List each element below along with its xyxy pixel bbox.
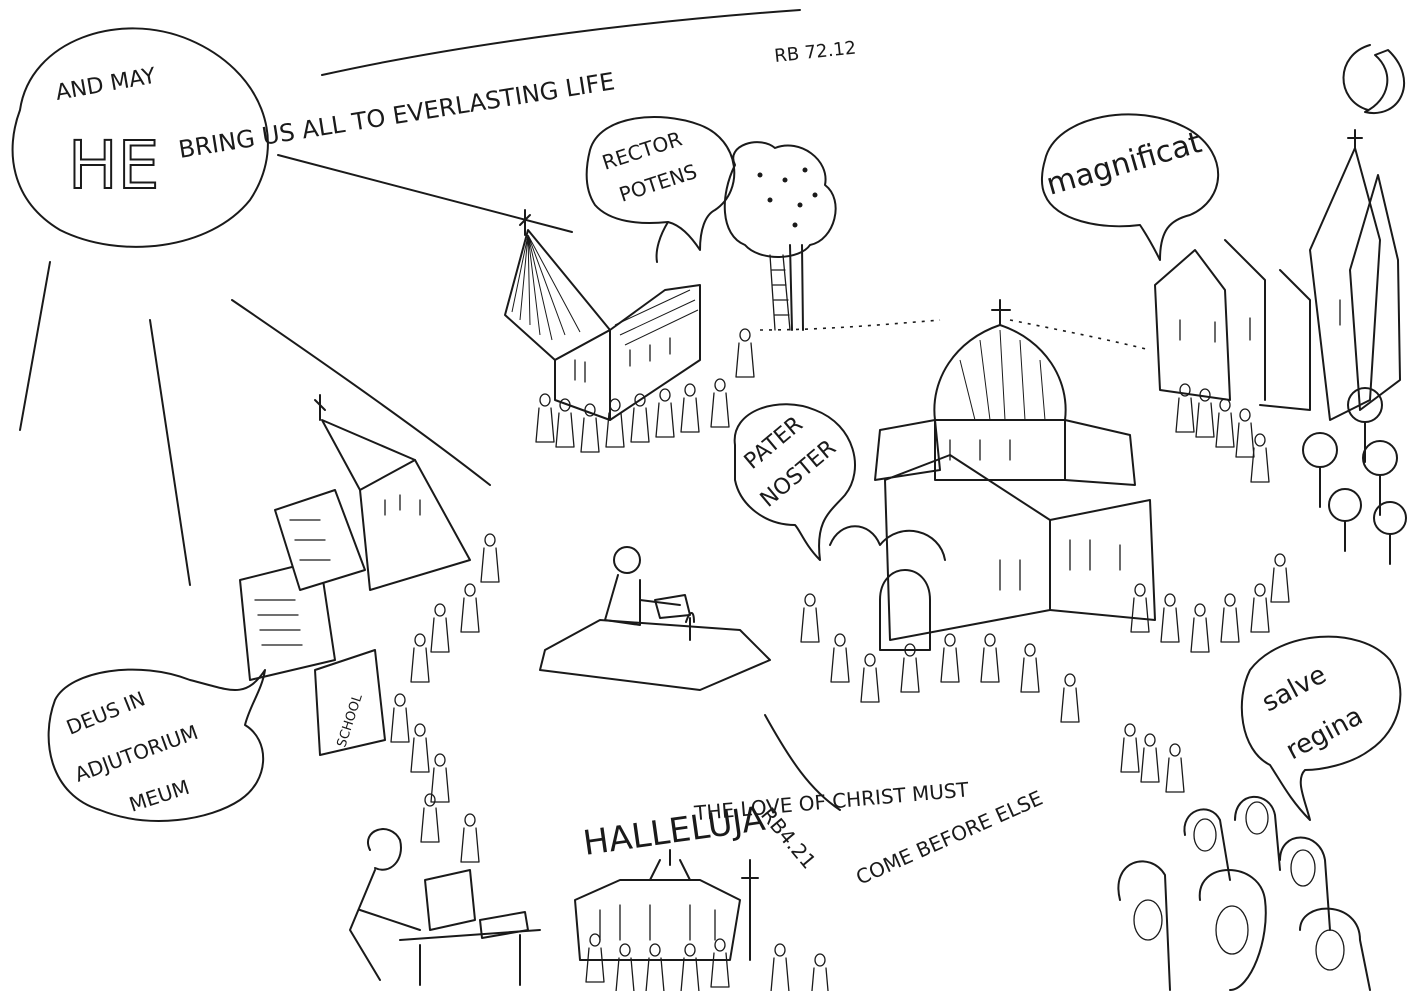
- bubble-salve-line2: regina: [1281, 701, 1368, 766]
- books-stack: SCHOOL: [239, 489, 386, 756]
- robed-figure: [710, 378, 730, 428]
- bubble-deus-in-adjutorium: DEUS IN ADJUTORIUM MEUM: [47, 668, 266, 822]
- desk-worker: [349, 828, 541, 986]
- bubble-salve-regina: salve regina: [1240, 635, 1402, 821]
- robed-figure: [1165, 743, 1185, 793]
- bubble-salve-line1: salve: [1257, 660, 1331, 718]
- robed-figure: [1195, 388, 1215, 438]
- choir-singers: [1117, 795, 1371, 991]
- sun-text-he: HE: [68, 127, 159, 204]
- robed-figure: [645, 943, 665, 991]
- sun-text-bring: BRING US ALL TO EVERLASTING LIFE: [177, 67, 617, 164]
- robed-figure: [630, 393, 650, 443]
- robed-figure: [460, 583, 480, 633]
- robed-figure: [1060, 673, 1080, 723]
- robed-figure: [1220, 593, 1240, 643]
- bubble-pater-noster: PATER NOSTER: [733, 403, 856, 561]
- robed-figure: [420, 793, 440, 843]
- robed-figure: [1215, 398, 1235, 448]
- robed-figure: [1175, 383, 1195, 433]
- apple-tree: [723, 141, 837, 331]
- bubble-magnificat: magnificat: [1041, 113, 1220, 261]
- robed-figure: [1190, 603, 1210, 653]
- robed-figure: [811, 953, 829, 991]
- robed-figure: [900, 643, 920, 693]
- robed-figure: [1250, 433, 1270, 483]
- church-top-left: [504, 209, 701, 421]
- robed-figure: [980, 633, 1000, 683]
- robed-figure: [735, 328, 755, 378]
- robed-figure: [580, 403, 600, 453]
- bubble-deus-line1: DEUS IN: [63, 686, 149, 739]
- procession-figures: [390, 328, 1290, 991]
- robed-figure: [410, 633, 430, 683]
- bubble-rector-potens: RECTOR POTENS: [585, 116, 736, 263]
- robed-figure: [770, 943, 790, 991]
- robed-figure: [830, 633, 850, 683]
- robed-figure: [655, 388, 675, 438]
- bubble-deus-line3: MEUM: [126, 775, 192, 817]
- love-caption: RB4.21 THE LOVE OF CHRIST MUST COME BEFO…: [692, 714, 1046, 890]
- robed-figure: [1160, 593, 1180, 643]
- robed-figure: [410, 723, 430, 773]
- robed-figure: [430, 753, 450, 803]
- robed-figure: [940, 633, 960, 683]
- robed-figure: [1130, 583, 1150, 633]
- halleluja-group: HALLELUJA: [574, 799, 767, 961]
- sun: AND MAY HE BRING US ALL TO EVERLASTING L…: [11, 9, 857, 586]
- moon-icon: [1342, 44, 1406, 115]
- robed-figure: [535, 393, 555, 443]
- robed-figure: [615, 943, 635, 991]
- robed-figure: [460, 813, 480, 863]
- robed-figure: [480, 533, 500, 583]
- robed-figure: [555, 398, 575, 448]
- sun-text-ref: RB 72.12: [773, 38, 857, 67]
- robed-figure: [1120, 723, 1140, 773]
- cathedral-top-right: [1154, 129, 1401, 421]
- robed-figure: [680, 383, 700, 433]
- trees-right: [1302, 387, 1407, 565]
- robed-figure: [710, 938, 730, 988]
- path-dotted-right: [1009, 319, 1151, 351]
- domed-basilica: [829, 299, 1156, 651]
- robed-figure: [1250, 583, 1270, 633]
- robed-figure: [1235, 408, 1255, 458]
- sun-text-and-may: AND MAY: [54, 64, 159, 106]
- robed-figure: [1020, 643, 1040, 693]
- robed-figure: [605, 398, 625, 448]
- reader-on-carpet: [539, 546, 771, 691]
- robed-figure: [800, 593, 820, 643]
- robed-figure: [1140, 733, 1160, 783]
- church-left: [314, 394, 471, 591]
- robed-figure: [585, 933, 605, 983]
- robed-figure: [390, 693, 410, 743]
- love-line-1: THE LOVE OF CHRIST MUST: [692, 777, 970, 825]
- robed-figure: [860, 653, 880, 703]
- robed-figure: [1270, 553, 1290, 603]
- robed-figure: [680, 943, 700, 991]
- bubble-magnificat-text: magnificat: [1043, 125, 1206, 203]
- robed-figure: [430, 603, 450, 653]
- path-dotted-top: [759, 319, 941, 331]
